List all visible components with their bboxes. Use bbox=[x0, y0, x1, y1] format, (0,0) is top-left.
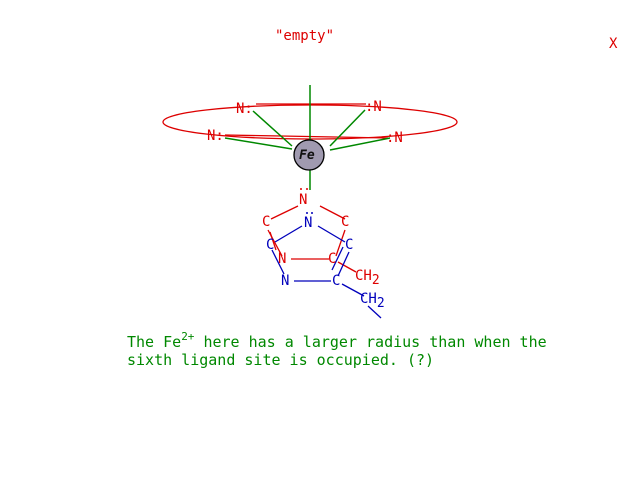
his-c-red-bottom: C bbox=[328, 251, 337, 267]
his-n-bottom: N bbox=[281, 273, 290, 289]
red-bond-4 bbox=[335, 229, 346, 257]
red-bond-7 bbox=[269, 231, 277, 251]
red-bond-6 bbox=[337, 261, 357, 273]
his-c-blue-left: C bbox=[266, 237, 275, 253]
porphyrin-n4: :N bbox=[386, 130, 403, 146]
porphyrin-n1: N: bbox=[236, 101, 253, 117]
lone-pair-dot bbox=[300, 188, 302, 190]
caption-line-1: The Fe2+ here has a larger radius than w… bbox=[127, 330, 547, 351]
ch2-blue-label: CH2 bbox=[360, 291, 385, 311]
blue-bond-4 bbox=[337, 251, 350, 277]
blue-bond-1 bbox=[274, 225, 303, 243]
fe-bond-n2 bbox=[329, 109, 366, 147]
his-n-left: N bbox=[278, 251, 287, 267]
lone-pair-dot bbox=[306, 212, 308, 214]
empty-site-label: "empty" bbox=[275, 28, 335, 44]
his-c-red-right: C bbox=[341, 214, 350, 230]
fe-bond-n4 bbox=[329, 137, 391, 151]
porphyrin-n2: :N bbox=[365, 99, 382, 115]
caption-line-2: sixth ligand site is occupied. (?) bbox=[127, 351, 435, 369]
ch2-red-label: CH2 bbox=[355, 268, 380, 288]
fe-bond-n3 bbox=[224, 137, 293, 150]
blue-bond-8 bbox=[331, 246, 344, 271]
his-n-mid: N bbox=[304, 215, 313, 231]
his-n-top: N bbox=[299, 192, 308, 208]
blue-bond-7 bbox=[367, 305, 382, 319]
his-c-blue-right: C bbox=[345, 237, 354, 253]
blue-bond-6 bbox=[341, 283, 365, 297]
lone-pair-dot bbox=[306, 188, 308, 190]
red-bond-2 bbox=[319, 205, 346, 220]
close-button[interactable]: X bbox=[609, 36, 618, 52]
ring-bond-bottom bbox=[224, 134, 389, 139]
lone-pair-dot bbox=[311, 212, 313, 214]
blue-bond-2 bbox=[317, 225, 346, 243]
red-bond-1 bbox=[270, 205, 299, 220]
porphyrin-n3: N: bbox=[207, 128, 224, 144]
blue-bond-3 bbox=[271, 249, 285, 275]
fe-bond-n1 bbox=[252, 110, 293, 147]
his-c-red-left: C bbox=[262, 214, 271, 230]
caption-text: The Fe2+ here has a larger radius than w… bbox=[127, 330, 547, 369]
iron-atom bbox=[293, 139, 325, 171]
iron-label: Fe bbox=[299, 148, 315, 163]
his-c-blue-bottom: C bbox=[332, 273, 341, 289]
